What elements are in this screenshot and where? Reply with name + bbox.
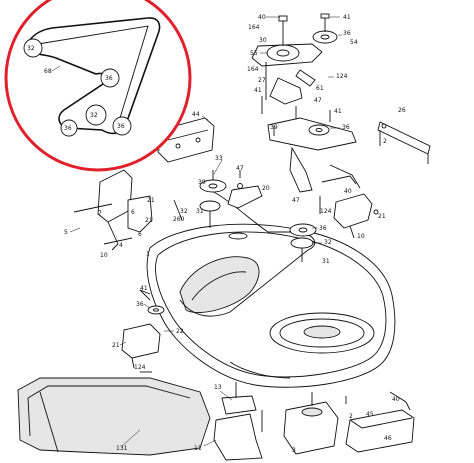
idler-arm	[267, 117, 361, 193]
part-label: 21	[145, 217, 153, 224]
gear-housing	[283, 392, 339, 455]
part-label: 124	[320, 208, 332, 215]
part-label: 46	[384, 435, 392, 442]
belt-routing-inset: 32 36 32 36 36 68	[4, 0, 192, 172]
part-label: 7	[98, 210, 102, 217]
part-label: 40	[392, 396, 400, 403]
part-label: 2	[349, 413, 353, 420]
inset-belt	[25, 17, 161, 135]
part-label: 47	[314, 97, 322, 104]
part-label: 36	[342, 124, 350, 131]
part-label: 36	[343, 30, 351, 37]
part-label: 36	[319, 225, 327, 232]
part-label: 6	[131, 209, 135, 216]
hardware-fasteners	[139, 96, 347, 432]
part-label: 131	[116, 445, 128, 452]
part-label: 3	[292, 447, 296, 454]
part-label: 260	[173, 216, 185, 223]
right-hanger-bracket	[321, 175, 379, 239]
part-label: 26	[398, 107, 406, 114]
part-label: 41	[254, 87, 262, 94]
part-label: 44	[192, 111, 200, 118]
part-label: 124	[134, 364, 146, 371]
part-label: 2	[383, 138, 387, 145]
idler-bracket-assembly	[251, 13, 338, 128]
part-label: 41	[343, 14, 351, 21]
inset-belt-label: 68	[44, 68, 52, 75]
part-label: 36	[136, 301, 144, 308]
part-label: 45	[366, 411, 374, 418]
part-label: 164	[248, 24, 260, 31]
part-label: 39	[198, 179, 206, 186]
inset-pulley-label: 36	[117, 123, 125, 130]
part-label: 21	[112, 342, 120, 349]
part-label: 31	[196, 208, 204, 215]
part-label: 1	[146, 251, 150, 258]
part-label: 39	[270, 124, 278, 131]
highlight-circle	[4, 0, 192, 172]
part-label: 47	[292, 197, 300, 204]
part-label: 11	[194, 445, 202, 452]
part-label: 21	[378, 213, 386, 220]
spindle-pulleys	[199, 170, 317, 262]
inset-pulley	[60, 119, 78, 137]
belt-guard-box	[345, 391, 415, 453]
part-label: 30	[259, 37, 267, 44]
part-label: 40	[258, 14, 266, 21]
spindle-assembly	[213, 382, 263, 461]
part-label: 61	[316, 85, 324, 92]
front-left-bracket	[121, 323, 161, 369]
part-label: 27	[258, 77, 266, 84]
part-label: 40	[344, 188, 352, 195]
part-label: 20	[262, 185, 270, 192]
inset-pulley	[23, 38, 43, 58]
inset-pulley-label: 32	[90, 112, 98, 119]
inset-pulley	[85, 104, 107, 126]
part-label: 4	[119, 242, 123, 249]
part-label: 55	[250, 50, 258, 57]
part-label: 10	[100, 252, 108, 259]
deck-belt	[179, 189, 316, 317]
left-hanger-bracket	[73, 169, 153, 251]
part-label: 164	[247, 66, 259, 73]
inset-pulley-label: 32	[27, 45, 35, 52]
belt-cover	[179, 256, 260, 313]
part-label: 41	[334, 108, 342, 115]
part-label: 32	[180, 208, 188, 215]
part-callouts: 40 41 164 36 30 54 55 164 27 124 61 47 4…	[64, 14, 406, 454]
part-label: 5	[64, 229, 68, 236]
part-label: 41	[140, 285, 148, 292]
left-small-pulley	[139, 289, 165, 315]
bracket-20	[227, 183, 263, 209]
part-label: 31	[322, 258, 330, 265]
inset-pulley	[112, 116, 132, 136]
part-label: 6	[138, 231, 142, 238]
part-label: 33	[215, 155, 223, 162]
discharge-chute	[17, 377, 211, 456]
part-label: 32	[324, 239, 332, 246]
part-label: 21	[147, 197, 155, 204]
part-label: 47	[236, 165, 244, 172]
inset-pulley	[100, 68, 120, 88]
inset-pulley-label: 36	[64, 125, 72, 132]
part-label: 22	[176, 328, 184, 335]
inset-pulley-label: 36	[105, 75, 113, 82]
part-label: 54	[350, 39, 358, 46]
right-bracket	[377, 121, 431, 164]
part-label: 13	[214, 384, 222, 391]
part-label: 124	[336, 73, 348, 80]
part-label: 10	[357, 233, 365, 240]
